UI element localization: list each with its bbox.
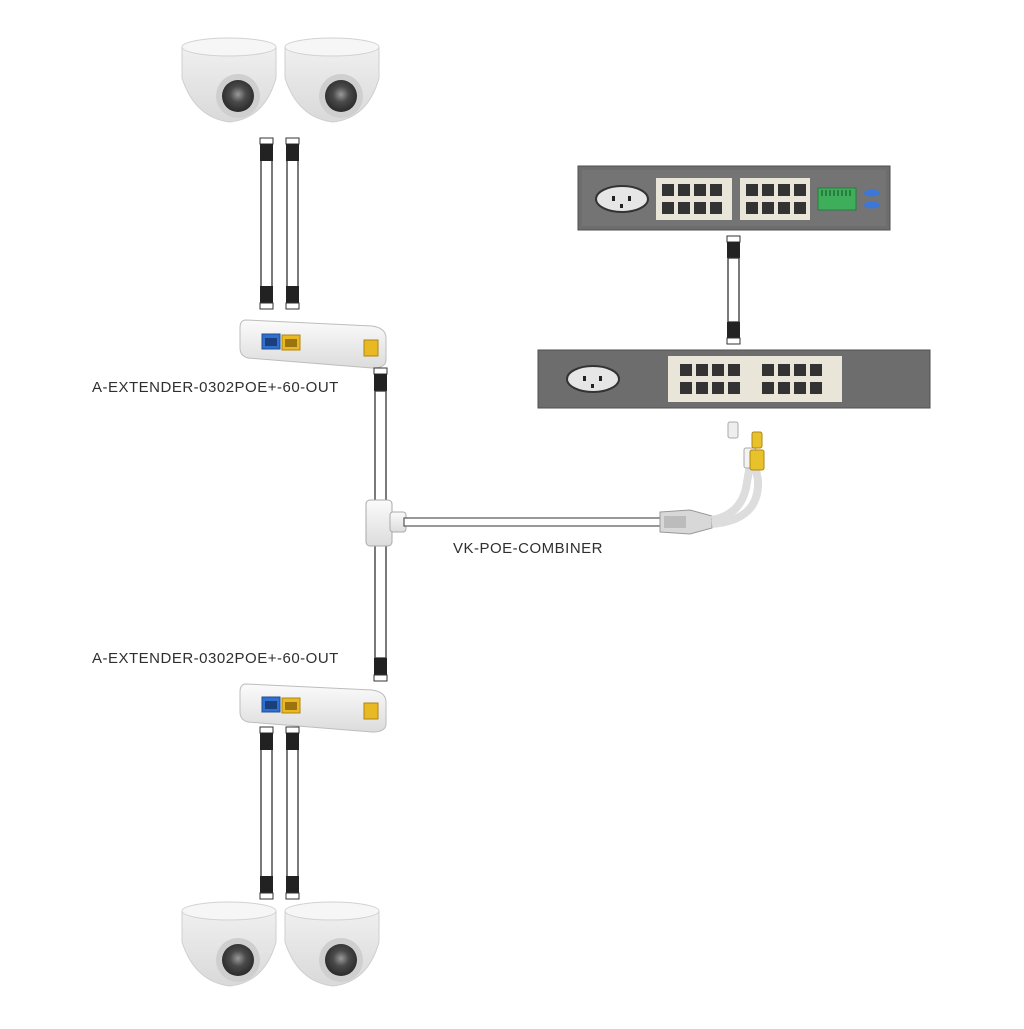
network-switch-top	[577, 165, 891, 231]
camera-cable-bottom-right	[285, 726, 300, 900]
camera-cable-top-left	[259, 137, 274, 310]
combiner-plug	[659, 421, 765, 535]
camera-top-right	[284, 37, 380, 123]
camera-bottom-left	[181, 901, 277, 987]
switch-link-cable	[726, 235, 741, 345]
network-switch-bottom	[537, 349, 931, 409]
camera-bottom-right	[284, 901, 380, 987]
trunk-cable	[373, 367, 388, 682]
poe-combiner-splitter	[365, 499, 663, 547]
extender-top-label: A-EXTENDER-0302POE+-60-OUT	[92, 379, 339, 396]
camera-cable-top-right	[285, 137, 300, 310]
combiner-label: VK-POE-COMBINER	[453, 540, 604, 557]
extender-bottom-label: A-EXTENDER-0302POE+-60-OUT	[92, 650, 339, 667]
extender-top	[239, 319, 387, 369]
extender-bottom	[239, 683, 387, 733]
camera-top-left	[181, 37, 277, 123]
camera-cable-bottom-left	[259, 726, 274, 900]
